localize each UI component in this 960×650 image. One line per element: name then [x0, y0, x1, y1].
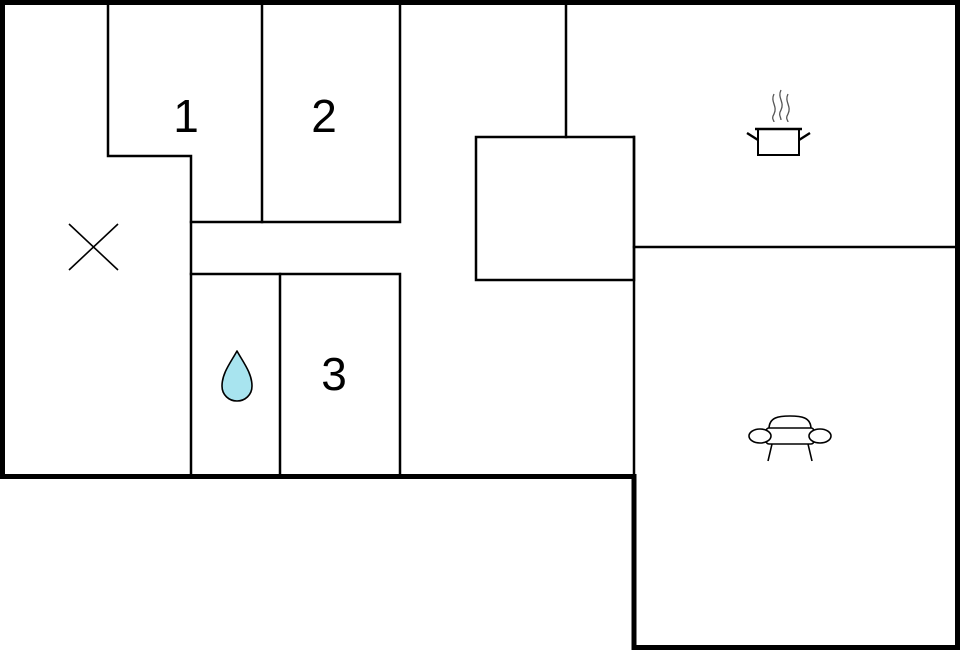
room-labels: 1 2 3 — [173, 90, 347, 400]
interior-walls — [106, 0, 959, 478]
room-2-wall — [189, 0, 402, 224]
room-3-wall — [189, 272, 402, 478]
room-label-3: 3 — [321, 348, 347, 400]
room-1-wall — [106, 0, 193, 478]
cooking-pot-icon — [746, 89, 811, 156]
central-closet — [474, 135, 636, 282]
cross-icon — [68, 223, 119, 271]
sofa-icon — [748, 415, 832, 462]
water-drop-icon — [221, 350, 253, 402]
room-label-1: 1 — [173, 90, 199, 142]
room-label-2: 2 — [311, 90, 337, 142]
